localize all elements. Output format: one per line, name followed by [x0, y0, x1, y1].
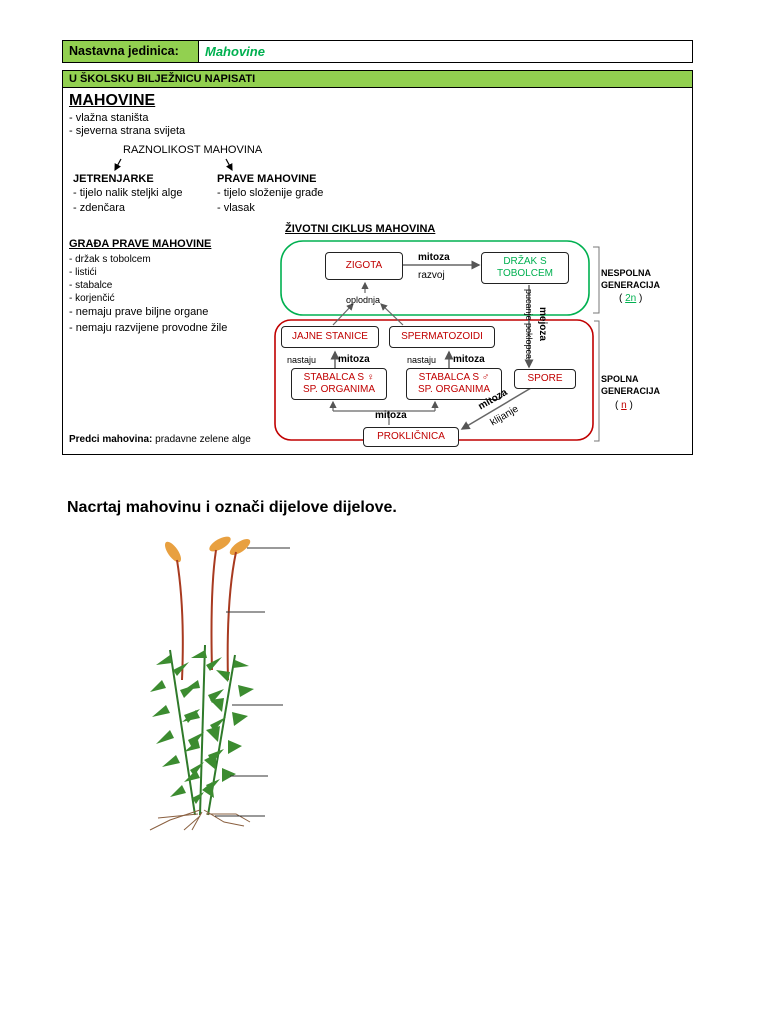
diversity-heading: RAZNOLIKOST MAHOVINA — [123, 144, 263, 156]
structure-item-6: - nemaju razvijene provodne žile — [69, 322, 228, 334]
structure-item-5: - nemaju prave biljne organe — [69, 306, 209, 318]
cycle-title: ŽIVOTNI CIKLUS MAHOVINA — [285, 223, 436, 235]
habitat-2: - sjeverna strana svijeta — [69, 125, 186, 137]
node-spore: SPORE — [514, 369, 576, 389]
structure-item-3: - stabalce — [69, 280, 113, 291]
structure-item-2: - listići — [69, 267, 97, 278]
lesson-label: Nastavna jedinica: — [63, 41, 199, 62]
node-drzak-line1: DRŽAK S — [503, 256, 547, 267]
label-nastaju-2: nastaju — [407, 355, 437, 365]
nespolna-line1: NESPOLNA — [601, 268, 652, 278]
spolna-paren-close: ) — [629, 400, 633, 411]
spolna-paren-open: ( — [615, 400, 619, 411]
ancestors-label: Predci mahovina: — [69, 434, 153, 445]
jetrenjarke-item-2: - zdenčara — [73, 202, 125, 214]
spolna-line1: SPOLNA — [601, 374, 639, 384]
label-razvoj: razvoj — [418, 270, 445, 281]
jetrenjarke-heading: JETRENJARKE — [73, 173, 154, 185]
node-zigota: ZIGOTA — [325, 252, 403, 280]
label-mitoza-top: mitoza — [418, 252, 450, 263]
cycle-diagram-lines — [274, 240, 600, 442]
node-stabalca-m: STABALCA S ♂ SP. ORGANIMA — [406, 368, 502, 400]
structure-item-4: - korjenčić — [69, 293, 115, 304]
notes-box: U ŠKOLSKU BILJEŽNICU NAPISATI MAHOVINE -… — [62, 70, 693, 455]
label-mitoza-1: mitoza — [338, 354, 370, 365]
node-drzak-line2: TOBOLCEM — [497, 268, 553, 279]
diversity-arrows — [114, 158, 233, 172]
habitat-1: - vlažna staništa — [69, 112, 149, 124]
task-instruction: Nacrtaj mahovinu i označi dijelove dijel… — [67, 499, 397, 516]
node-stabalca-f: STABALCA S ♀ SP. ORGANIMA — [291, 368, 387, 400]
prave-item-2: - vlasak — [217, 202, 255, 214]
node-proklicnica: PROKLIČNICA — [363, 427, 459, 447]
node-jajne: JAJNE STANICE — [281, 326, 379, 348]
jetrenjarke-item-1: - tijelo nalik steljki alge — [73, 187, 183, 199]
moss-illustration — [149, 536, 254, 831]
spolna-ploidy-line: ( n ) — [615, 399, 633, 412]
lesson-value: Mahovine — [205, 44, 265, 59]
prave-heading: PRAVE MAHOVINE — [217, 173, 317, 185]
node-drzak: DRŽAK S TOBOLCEM — [481, 252, 569, 284]
node-stab-f-line2: SP. ORGANIMA — [302, 384, 376, 395]
nespolna-ploidy-line: ( 2n ) — [619, 292, 642, 305]
ancestors-line: Predci mahovina: pradavne zelene alge — [69, 433, 251, 446]
nespolna-paren-close: ) — [639, 293, 643, 304]
label-mitoza-3: mitoza — [375, 410, 407, 421]
structure-item-1: - držak s tobolcem — [69, 254, 151, 265]
node-stab-m-line2: SP. ORGANIMA — [417, 384, 491, 395]
prave-item-1: - tijelo složenije građe — [217, 187, 324, 199]
node-stab-f-line1: STABALCA S ♀ — [303, 372, 375, 383]
lesson-header: Nastavna jedinica: Mahovine — [62, 40, 693, 63]
notes-title: MAHOVINE — [69, 92, 156, 109]
ancestors-value: pradavne zelene alge — [155, 434, 251, 445]
node-stab-m-line1: STABALCA S ♂ — [418, 372, 490, 383]
spolna-line2: GENERACIJA — [601, 386, 661, 396]
node-sperm: SPERMATOZOIDI — [389, 326, 495, 348]
nespolna-line2: GENERACIJA — [601, 280, 661, 290]
spolna-ploidy: n — [621, 400, 627, 411]
label-oplodnja: oplodnja — [346, 295, 381, 305]
nespolna-ploidy: 2n — [625, 293, 637, 304]
structure-heading: GRAĐA PRAVE MAHOVINE — [69, 238, 212, 250]
nespolna-paren-open: ( — [619, 293, 623, 304]
label-mitoza-2: mitoza — [453, 354, 485, 365]
notes-bar: U ŠKOLSKU BILJEŽNICU NAPISATI — [63, 71, 692, 88]
label-nastaju-1: nastaju — [287, 355, 317, 365]
